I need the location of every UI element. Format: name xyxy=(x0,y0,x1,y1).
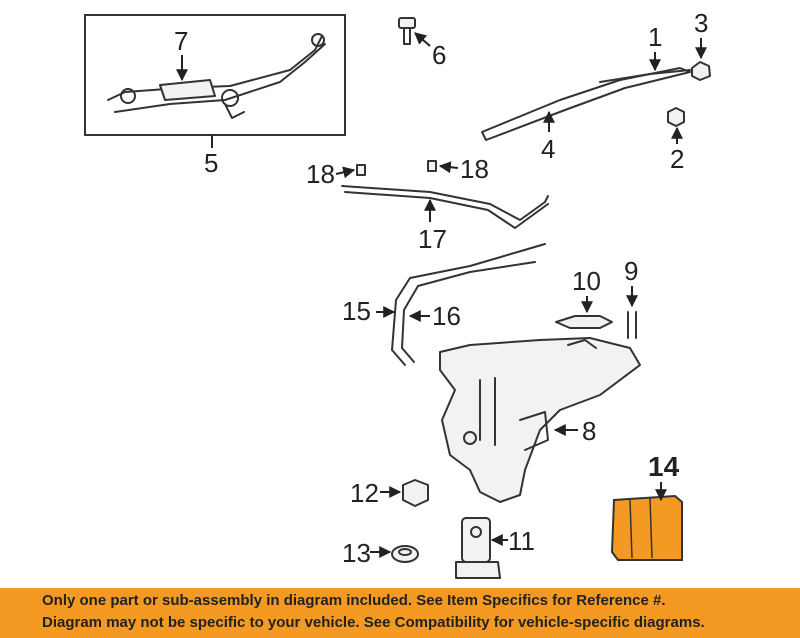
grommet-part xyxy=(402,479,429,507)
callout-7: 7 xyxy=(174,26,188,56)
callout-12: 12 xyxy=(350,478,379,508)
cap-and-nut xyxy=(667,61,711,127)
callout-8: 8 xyxy=(582,416,596,446)
callout-9: 9 xyxy=(624,256,638,286)
callout-14: 14 xyxy=(648,451,680,482)
wiper-linkage-box xyxy=(84,14,346,148)
pump-seal xyxy=(391,545,419,563)
washer-hose-nozzle xyxy=(341,160,549,229)
washer-hoses xyxy=(391,243,546,366)
callout-15: 15 xyxy=(342,296,371,326)
callout-18-left: 18 xyxy=(306,159,335,189)
callout-11: 11 xyxy=(508,526,535,556)
callout-4: 4 xyxy=(541,134,555,164)
callout-2: 2 xyxy=(670,144,684,174)
highlighted-part-14 xyxy=(610,494,683,561)
bolt-part xyxy=(398,17,416,45)
washer-reservoir xyxy=(439,337,641,503)
callout-13: 13 xyxy=(342,538,371,568)
callout-5: 5 xyxy=(204,148,218,178)
reservoir-cap-and-sensor xyxy=(555,311,637,339)
disclaimer-line-2: Diagram may not be specific to your vehi… xyxy=(42,614,705,631)
callout-10: 10 xyxy=(572,266,601,296)
callout-18-right: 18 xyxy=(460,154,489,184)
disclaimer-line-1: Only one part or sub-assembly in diagram… xyxy=(42,592,666,609)
callout-16: 16 xyxy=(432,301,461,331)
wiper-washer-exploded-diagram: 7 5 6 1 4 3 2 xyxy=(84,8,711,579)
callout-6: 6 xyxy=(432,40,446,70)
washer-pump xyxy=(455,517,501,579)
wiper-arm-blade xyxy=(481,67,691,141)
callout-3: 3 xyxy=(694,8,708,38)
callout-17: 17 xyxy=(418,224,447,254)
callout-1: 1 xyxy=(648,22,662,52)
disclaimer-banner: Only one part or sub-assembly in diagram… xyxy=(0,588,800,638)
